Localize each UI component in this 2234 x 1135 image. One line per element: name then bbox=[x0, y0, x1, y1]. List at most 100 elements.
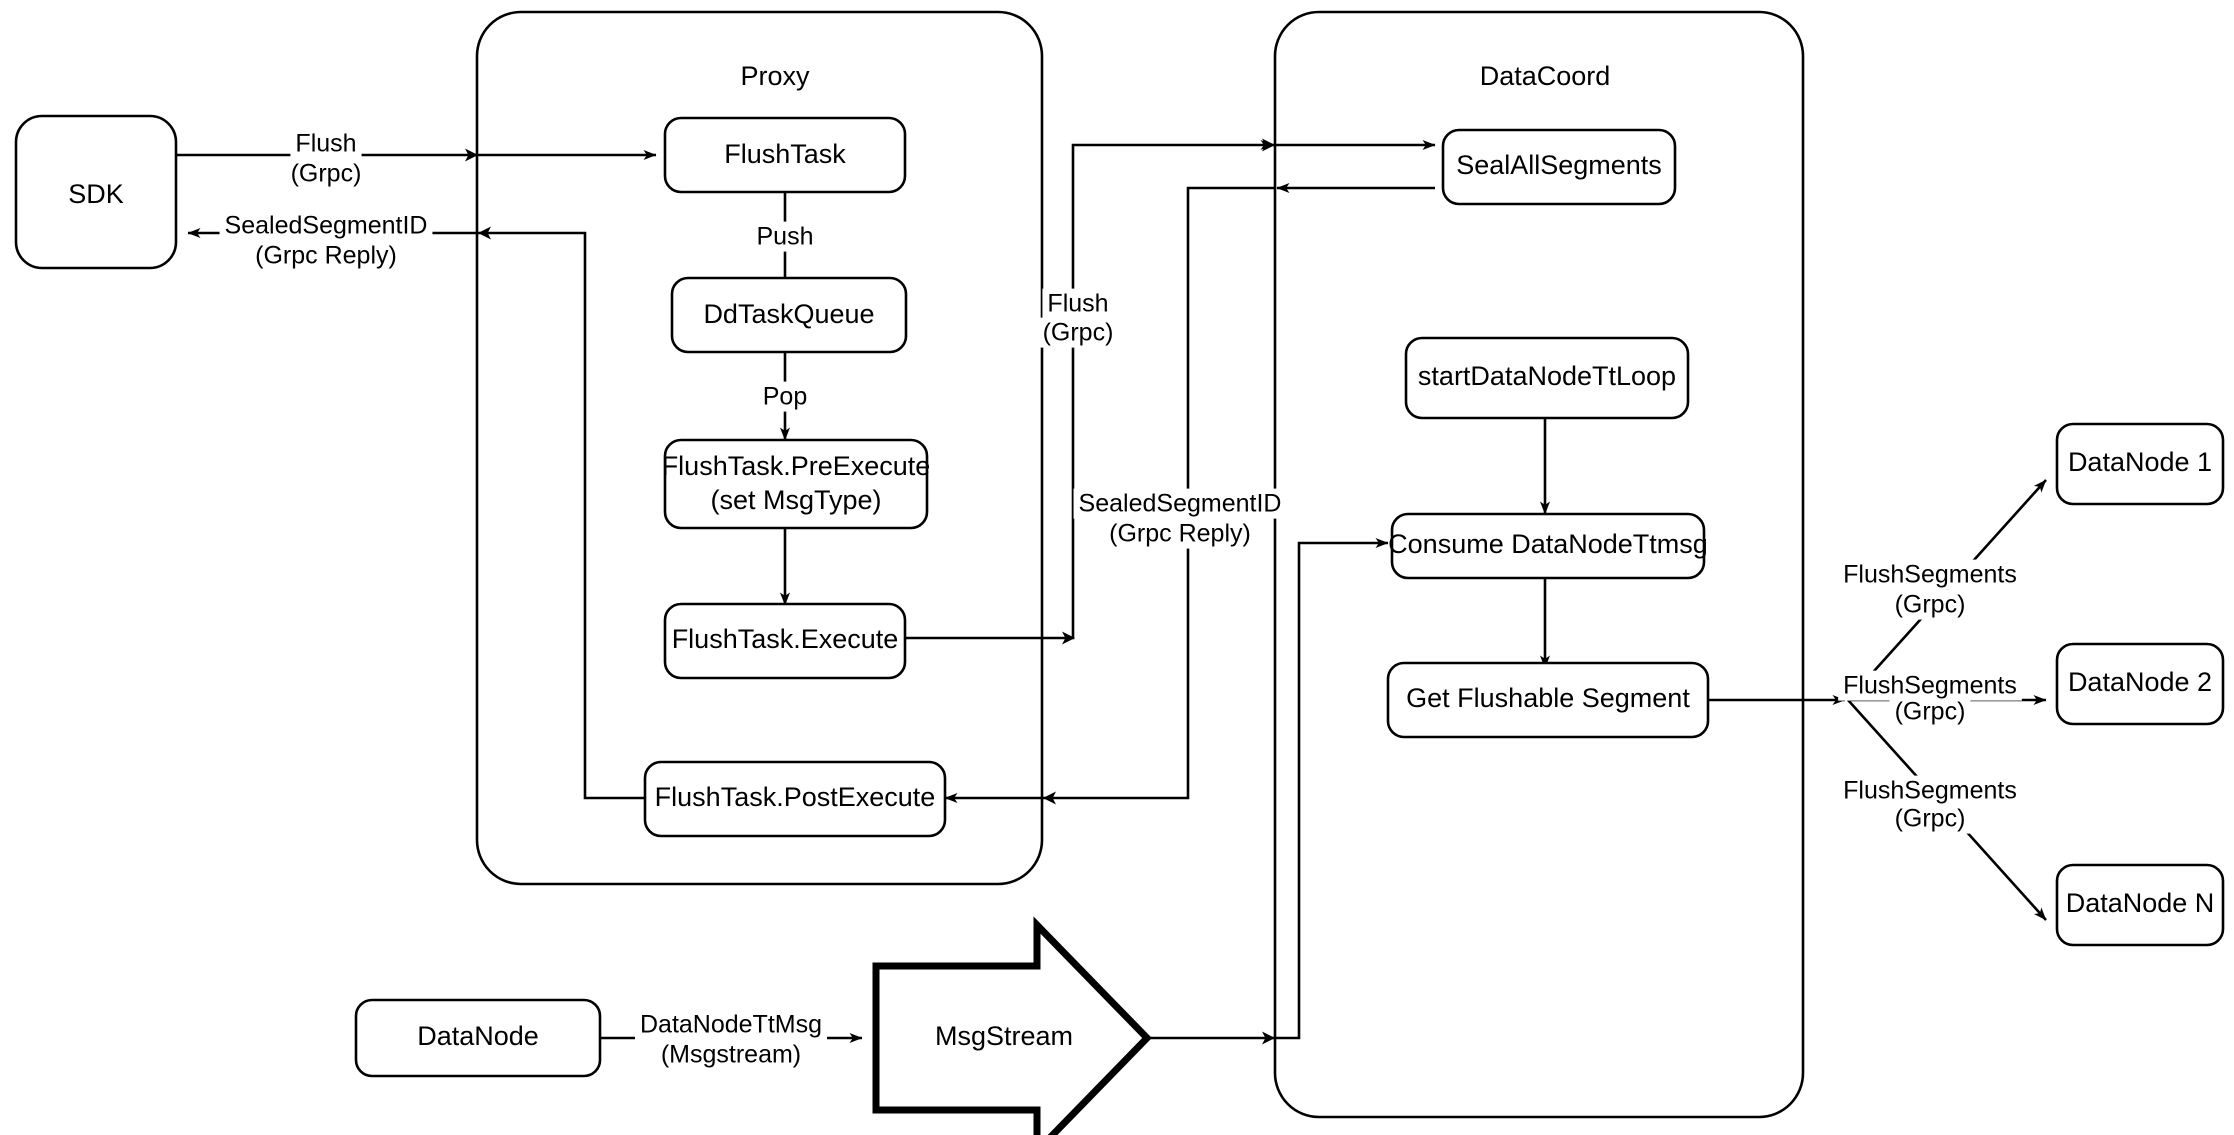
push-label: Push bbox=[757, 223, 814, 251]
datanode-bottom-label: DataNode bbox=[417, 1021, 539, 1051]
edge-execute-to-datacoord bbox=[905, 140, 1274, 640]
flushsegments2-label-line2: (Grpc) bbox=[1895, 698, 1966, 726]
label-halo bbox=[1889, 803, 1971, 834]
label-halo bbox=[1073, 488, 1287, 519]
msgstream-arrow-shape[interactable] bbox=[872, 916, 1152, 1135]
sealallsegments-box[interactable] bbox=[1441, 128, 1677, 206]
label-halo bbox=[1042, 288, 1114, 319]
label-halo bbox=[290, 128, 362, 159]
node-msgstream[interactable]: MsgStream bbox=[872, 916, 1152, 1135]
flushsegmentsn-label-line1: FlushSegments bbox=[1843, 777, 2017, 805]
label-datacoord-to-proxy: SealedSegmentID(Grpc Reply) bbox=[1079, 490, 1282, 548]
sealedsegmentid-label-line2: (Grpc Reply) bbox=[255, 242, 397, 270]
node-datanoden[interactable]: DataNode N bbox=[2055, 863, 2225, 947]
label-flushsegments-1: FlushSegments(Grpc) bbox=[1843, 561, 2017, 619]
flushtask-box[interactable] bbox=[663, 116, 907, 194]
edge-proxy-to-sdk-boundary-arrowhead bbox=[478, 226, 491, 240]
preexecute-label-line1: FlushTask.PreExecute bbox=[662, 451, 931, 481]
sealedsegmentid-dc-label-line2: (Grpc Reply) bbox=[1109, 520, 1251, 548]
msgstream-label: MsgStream bbox=[935, 1021, 1073, 1051]
label-halo bbox=[1037, 317, 1119, 348]
label-halo bbox=[1104, 518, 1256, 549]
label-proxy-to-datacoord: Flush(Grpc) bbox=[1043, 290, 1114, 347]
label-halo bbox=[250, 240, 402, 271]
preexecute-label-line2: (set MsgType) bbox=[710, 485, 881, 515]
flushsegments1-label-line2: (Grpc) bbox=[1895, 591, 1966, 619]
datanodettmsg-label-line1: DataNodeTtMsg bbox=[640, 1011, 822, 1039]
datanode2-label: DataNode 2 bbox=[2068, 667, 2212, 697]
flush-grpc-label-line2: (Grpc) bbox=[291, 160, 362, 188]
edge-flush-datacoord-wall-arrowhead bbox=[1262, 138, 1275, 152]
flush-datacoord-label-line1: Flush bbox=[1047, 290, 1108, 318]
ddtaskqueue-label: DdTaskQueue bbox=[703, 299, 874, 329]
startdatanodettloop-label: startDataNodeTtLoop bbox=[1418, 361, 1676, 391]
node-execute[interactable]: FlushTask.Execute bbox=[663, 602, 907, 680]
edge-sdk-to-proxy-boundary-arrowhead bbox=[465, 148, 478, 162]
label-halo bbox=[1889, 696, 1971, 727]
node-consume[interactable]: Consume DataNodeTtmsg bbox=[1388, 512, 1708, 580]
flushsegments1-label-line1: FlushSegments bbox=[1843, 561, 2017, 589]
datanode1-box[interactable] bbox=[2055, 422, 2225, 506]
edge-msgstream-dcwall-arrowhead bbox=[1262, 1031, 1275, 1045]
consume-box[interactable] bbox=[1390, 512, 1706, 580]
label-sdk-to-proxy: Flush(Grpc) bbox=[291, 130, 362, 188]
flushsegments2-label-line1: FlushSegments bbox=[1843, 672, 2017, 700]
pop-label: Pop bbox=[763, 383, 807, 411]
label-halos bbox=[219, 128, 2022, 1070]
sealallsegments-label: SealAllSegments bbox=[1456, 150, 1662, 180]
node-ddtaskqueue[interactable]: DdTaskQueue bbox=[670, 276, 908, 354]
datacoord-group-label: DataCoord bbox=[1480, 61, 1611, 91]
datanoden-label: DataNode N bbox=[2066, 888, 2215, 918]
flush-datacoord-label-line2: (Grpc) bbox=[1043, 319, 1114, 347]
node-startdatanodettloop[interactable]: startDataNodeTtLoop bbox=[1404, 336, 1690, 420]
label-halo bbox=[757, 381, 813, 412]
execute-box[interactable] bbox=[663, 602, 907, 680]
execute-label: FlushTask.Execute bbox=[672, 624, 899, 654]
startdatanodettloop-box[interactable] bbox=[1404, 336, 1690, 420]
node-sdk[interactable]: SDK bbox=[14, 114, 178, 270]
preexecute-box[interactable] bbox=[663, 438, 929, 530]
ddtaskqueue-box[interactable] bbox=[670, 276, 908, 354]
datanode1-label: DataNode 1 bbox=[2068, 447, 2212, 477]
label-datanode-ttmsg: DataNodeTtMsg(Msgstream) bbox=[640, 1011, 822, 1069]
edge-execute-proxy-wall-arrowhead bbox=[1062, 631, 1075, 645]
label-halo bbox=[655, 1039, 807, 1070]
consume-label: Consume DataNodeTtmsg bbox=[1388, 529, 1708, 559]
node-getflushable[interactable]: Get Flushable Segment bbox=[1386, 661, 1710, 739]
label-flushsegments-n: FlushSegments(Grpc) bbox=[1843, 777, 2017, 833]
flush-grpc-label-line1: Flush bbox=[295, 130, 356, 158]
getflushable-box[interactable] bbox=[1386, 661, 1710, 739]
node-flushtask[interactable]: FlushTask bbox=[663, 116, 907, 194]
node-datanode2[interactable]: DataNode 2 bbox=[2055, 642, 2225, 726]
edge-reply-proxy-wall-arrowhead bbox=[1043, 791, 1056, 805]
edge-msgstream-to-consume bbox=[1147, 538, 1389, 1040]
label-halo bbox=[1838, 775, 2022, 806]
label-halo bbox=[1889, 589, 1971, 620]
flushsegmentsn-label-line2: (Grpc) bbox=[1895, 805, 1966, 833]
sdk-box[interactable] bbox=[14, 114, 178, 270]
label-halo bbox=[1838, 559, 2022, 590]
sealedsegmentid-dc-label-line1: SealedSegmentID bbox=[1079, 490, 1282, 518]
datanoden-box[interactable] bbox=[2055, 863, 2225, 947]
label-halo bbox=[751, 221, 819, 252]
node-datanode1[interactable]: DataNode 1 bbox=[2055, 422, 2225, 506]
postexecute-box[interactable] bbox=[643, 760, 947, 838]
flushtask-label: FlushTask bbox=[724, 139, 846, 169]
label-halo bbox=[285, 158, 367, 189]
label-halo bbox=[1838, 670, 2022, 701]
label-flushsegments-2: FlushSegments(Grpc) bbox=[1843, 672, 2017, 726]
node-postexecute[interactable]: FlushTask.PostExecute bbox=[643, 760, 947, 838]
sdk-label: SDK bbox=[68, 179, 124, 209]
datanode-bottom-box[interactable] bbox=[354, 998, 602, 1078]
node-sealallsegments[interactable]: SealAllSegments bbox=[1441, 128, 1677, 206]
sealedsegmentid-label-line1: SealedSegmentID bbox=[225, 212, 428, 240]
datanodettmsg-label-line2: (Msgstream) bbox=[661, 1041, 801, 1069]
proxy-group-label: Proxy bbox=[740, 61, 810, 91]
node-datanode-bottom[interactable]: DataNode bbox=[354, 998, 602, 1078]
label-halo bbox=[219, 210, 433, 241]
node-preexecute[interactable]: FlushTask.PreExecute (set MsgType) bbox=[662, 438, 931, 530]
label-halo bbox=[634, 1009, 828, 1040]
datanode2-box[interactable] bbox=[2055, 642, 2225, 726]
